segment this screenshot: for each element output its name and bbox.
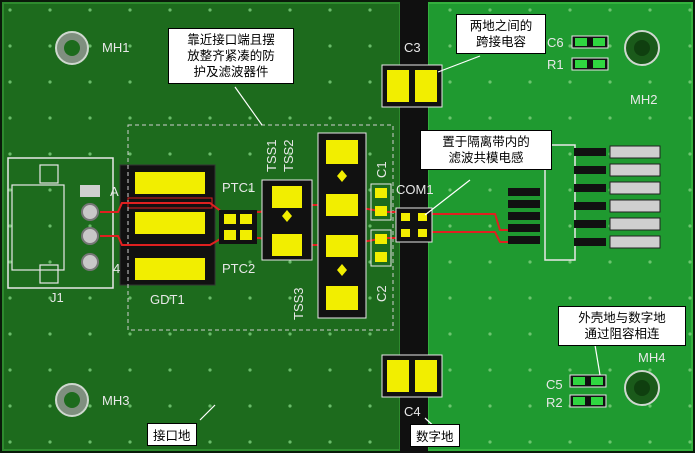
label-gdt1: GDT1 (150, 292, 185, 307)
label-mh3: MH3 (102, 393, 129, 408)
callout-line: 两地之间的 (469, 18, 533, 33)
label-com1: COM1 (396, 182, 434, 197)
connector-j1 (7, 157, 114, 289)
label-ptc2: PTC2 (222, 261, 255, 276)
capacitor-c2 (370, 229, 392, 267)
callout-line: 置于隔离带内的 (442, 134, 530, 149)
zone-label-interface-ground: 接口地 (147, 423, 197, 446)
mounting-hole-mh3 (55, 383, 89, 417)
label-j1: J1 (50, 290, 64, 305)
rc-pair-top (571, 35, 609, 71)
mounting-hole-mh1 (55, 31, 89, 65)
callout-line: 通过阻容相连 (584, 326, 660, 341)
label-tss2: TSS2 (281, 139, 296, 172)
label-r1: R1 (547, 57, 564, 72)
callout-line: 滤波共模电感 (448, 150, 524, 165)
label-ptc1: PTC1 (222, 180, 255, 195)
callout-line: 护及滤波器件 (193, 64, 269, 79)
label-r2: R2 (546, 395, 563, 410)
gdt1 (119, 164, 216, 286)
digital-ic (508, 144, 606, 261)
callout-shell-ground: 外壳地与数字地 通过阻容相连 (558, 306, 686, 346)
label-pin-a: A (110, 184, 119, 199)
mounting-hole-mh2 (624, 30, 660, 66)
protection-area-outline (127, 124, 394, 331)
rc-pair-bottom (569, 374, 607, 408)
callout-bridge-capacitor: 两地之间的 跨接电容 (456, 14, 546, 54)
label-mh4: MH4 (638, 350, 665, 365)
label-c2: C2 (374, 285, 389, 302)
callout-line: 外壳地与数字地 (578, 310, 666, 325)
common-mode-choke-com1 (395, 207, 433, 243)
signal-traces (100, 202, 525, 246)
label-c5: C5 (546, 377, 563, 392)
label-c3: C3 (404, 40, 421, 55)
callout-line: 靠近接口端且摆 (187, 32, 275, 47)
label-c1: C1 (374, 161, 389, 178)
callout-line: 跨接电容 (475, 34, 526, 49)
label-c6: C6 (547, 35, 564, 50)
label-c4: C4 (404, 404, 421, 419)
label-tss3: TSS3 (291, 287, 306, 320)
callout-leaders (199, 55, 601, 433)
capacitor-c3 (381, 64, 443, 108)
mounting-hole-mh4 (624, 370, 660, 406)
resistor-array (609, 145, 661, 249)
label-mh1: MH1 (102, 40, 129, 55)
capacitor-c1 (370, 183, 392, 221)
label-tss1: TSS1 (264, 139, 279, 172)
capacitor-c4 (381, 354, 443, 398)
tss-components (261, 132, 367, 319)
ptc-pads (219, 210, 257, 244)
label-mh2: MH2 (630, 92, 657, 107)
zone-label-digital-ground: 数字地 (410, 424, 460, 447)
callout-common-mode-choke: 置于隔离带内的 滤波共模电感 (420, 130, 552, 170)
label-pin-4: 4 (113, 261, 120, 276)
callout-protection-devices: 靠近接口端且摆 放整齐紧凑的防 护及滤波器件 (168, 28, 294, 84)
callout-line: 放整齐紧凑的防 (187, 48, 275, 63)
